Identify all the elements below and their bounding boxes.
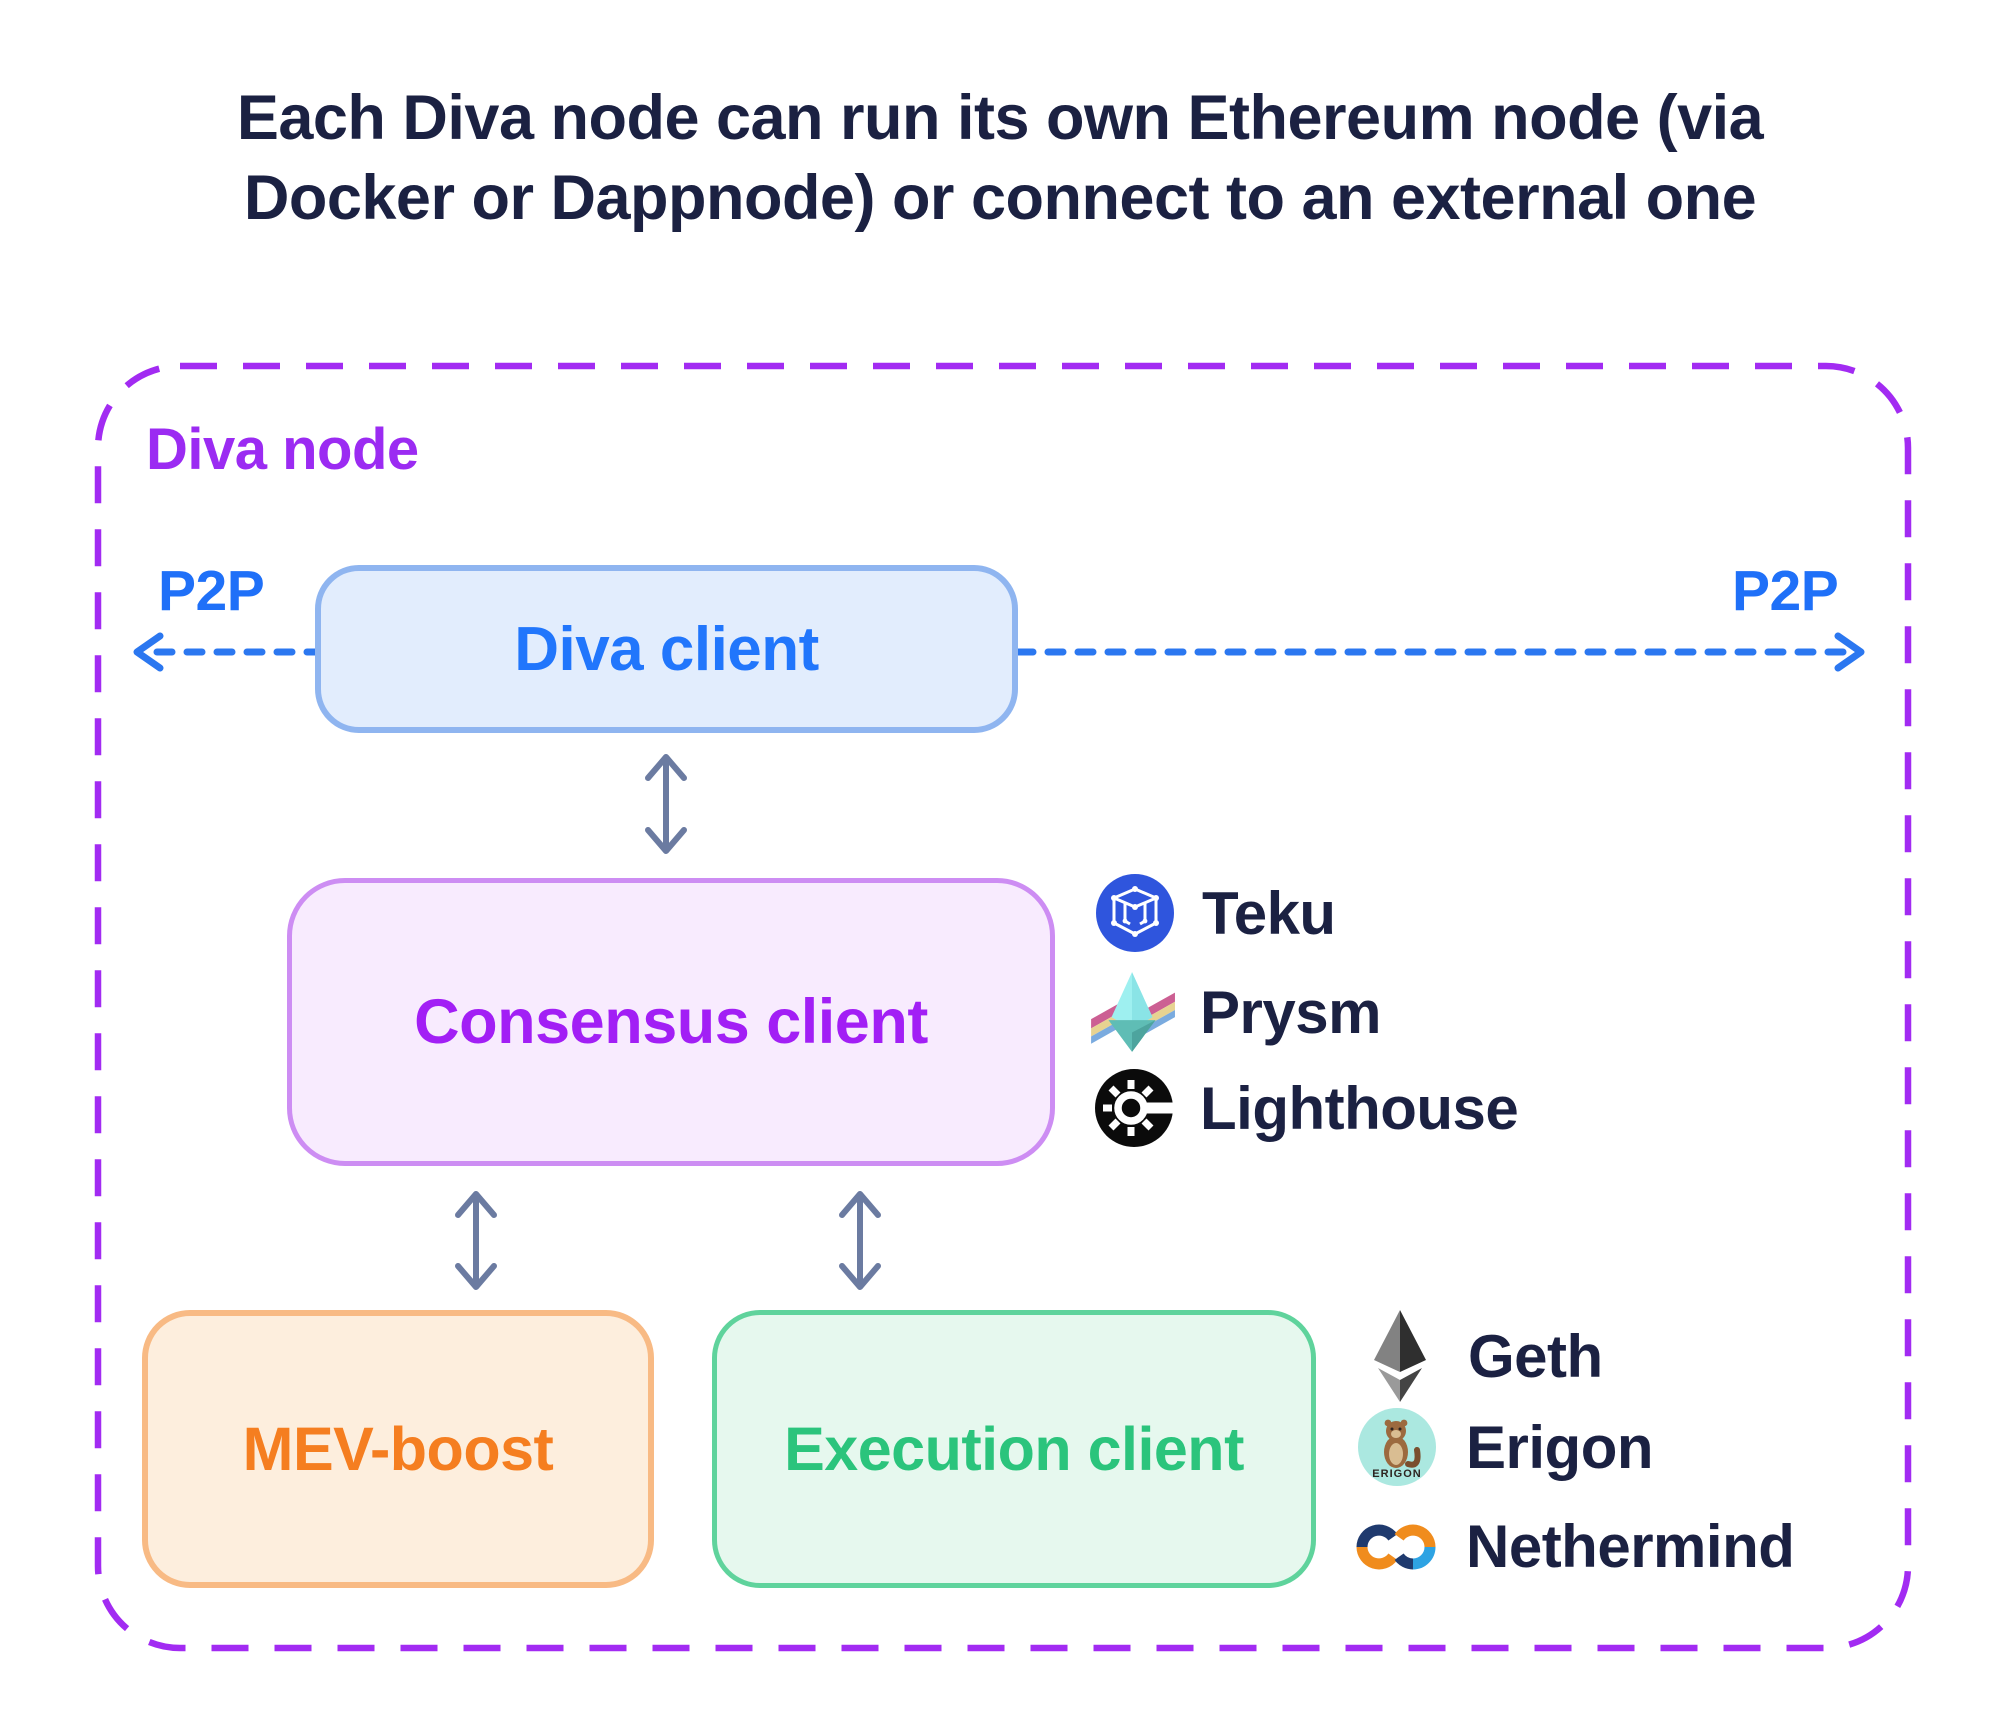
- erigon-icon-text: ERIGON: [1372, 1468, 1421, 1480]
- nethermind-icon: [1352, 1521, 1440, 1573]
- page-title: Each Diva node can run its own Ethereum …: [0, 78, 2000, 238]
- consensus-client-label: Consensus client: [414, 987, 928, 1057]
- diva-client-box: Diva client: [315, 565, 1018, 733]
- client-name: Nethermind: [1466, 1513, 1795, 1580]
- client-name: Geth: [1468, 1322, 1603, 1390]
- arrow-consensus-mev: [455, 1191, 497, 1290]
- mev-boost-box: MEV-boost: [142, 1310, 654, 1588]
- mev-boost-label: MEV-boost: [242, 1415, 554, 1483]
- list-item-nethermind: Nethermind: [1352, 1512, 1795, 1581]
- list-item-geth: Geth: [1366, 1308, 1603, 1404]
- p2p-label-right: P2P: [1732, 559, 1839, 623]
- p2p-arrow-right: [1016, 632, 1865, 672]
- diva-node-label: Diva node: [146, 417, 419, 482]
- arrow-diva-consensus: [645, 754, 687, 854]
- arrow-consensus-execution: [839, 1191, 881, 1290]
- lighthouse-icon: [1090, 1068, 1178, 1148]
- p2p-arrow-left: [133, 632, 326, 672]
- diva-client-label: Diva client: [514, 614, 819, 684]
- p2p-label-left: P2P: [158, 559, 265, 623]
- geth-icon: [1366, 1308, 1434, 1404]
- execution-client-box: Execution client: [712, 1310, 1316, 1588]
- list-item-teku: Teku: [1092, 874, 1336, 952]
- execution-client-label: Execution client: [784, 1415, 1244, 1483]
- client-name: Teku: [1202, 879, 1336, 947]
- page-title-line-1: Each Diva node can run its own Ethereum …: [236, 83, 1764, 153]
- consensus-client-box: Consensus client: [287, 878, 1055, 1166]
- page-title-line-2: Docker or Dappnode) or connect to an ext…: [243, 163, 1757, 233]
- client-name: Erigon: [1466, 1413, 1654, 1481]
- prysm-icon: [1086, 970, 1178, 1054]
- list-item-lighthouse: Lighthouse: [1090, 1068, 1519, 1148]
- erigon-icon: ERIGON: [1358, 1408, 1436, 1486]
- client-name: Prysm: [1200, 978, 1381, 1046]
- list-item-prysm: Prysm: [1086, 970, 1381, 1054]
- list-item-erigon: ERIGON Erigon: [1358, 1408, 1654, 1486]
- teku-icon: [1092, 874, 1178, 952]
- client-name: Lighthouse: [1200, 1074, 1519, 1142]
